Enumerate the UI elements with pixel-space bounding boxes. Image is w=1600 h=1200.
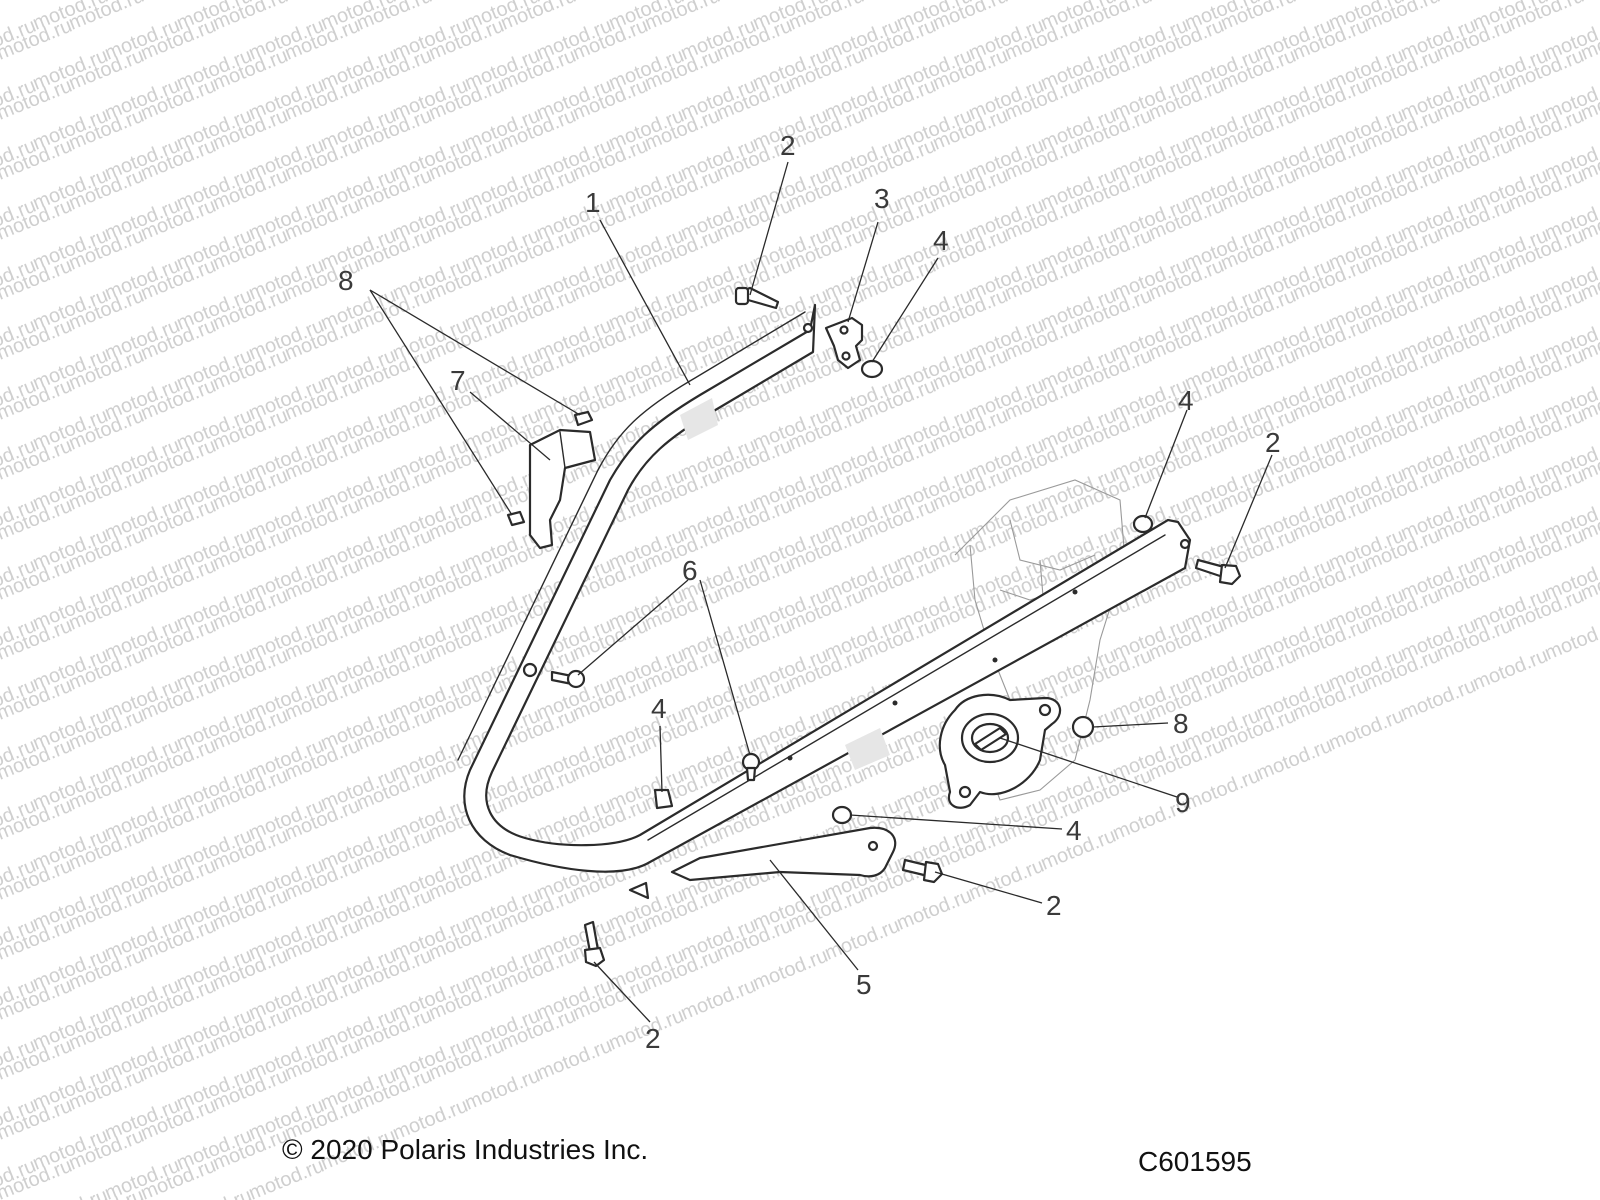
part-6-rivet-lower — [741, 752, 761, 782]
callout-2-right: 2 — [1265, 427, 1281, 458]
callout-8-top: 8 — [338, 265, 354, 296]
callout-2-bottom: 2 — [645, 1023, 661, 1054]
callout-labels: 1 2 3 4 8 7 4 2 6 4 8 9 4 2 5 2 — [338, 130, 1281, 1054]
callout-9: 9 — [1175, 787, 1191, 818]
part-4-nut-right — [1132, 514, 1154, 534]
part-8-spacer — [1071, 715, 1095, 739]
callout-8-lower: 8 — [1173, 708, 1189, 739]
part-2-bolt-lower-right — [901, 858, 944, 884]
callout-4-right: 4 — [1178, 385, 1194, 416]
callout-4-middle: 4 — [651, 693, 667, 724]
callout-2-lower-right: 2 — [1046, 890, 1062, 921]
callout-2-top: 2 — [780, 130, 796, 161]
callout-5: 5 — [856, 969, 872, 1000]
part-4-nut-middle — [653, 788, 674, 810]
callout-1: 1 — [585, 187, 601, 218]
copyright-text: © 2020 Polaris Industries Inc. — [282, 1134, 649, 1165]
part-3-plate-bracket — [824, 316, 864, 370]
leader-lines — [369, 161, 1273, 1023]
callout-4-lower: 4 — [1066, 815, 1082, 846]
ghost-frame-outline — [954, 479, 1126, 801]
callout-6: 6 — [682, 555, 698, 586]
callout-7: 7 — [450, 365, 466, 396]
part-4-nut-top — [860, 359, 884, 379]
part-2-bolt-bottom — [583, 920, 606, 968]
part-7-side-bracket — [506, 410, 597, 550]
part-6-rivet-upper — [550, 669, 586, 689]
part-2-bolt-top — [734, 286, 780, 310]
part-4-nut-lower — [831, 805, 853, 825]
drawing-id-text: C601595 — [1138, 1146, 1252, 1177]
part-2-bolt-right — [1194, 558, 1242, 586]
part-9-mount-plate — [938, 693, 1062, 809]
callout-3: 3 — [874, 183, 890, 214]
callout-4-top: 4 — [933, 225, 949, 256]
part-1-main-tube — [457, 303, 1192, 873]
part-5-lower-bracket — [628, 826, 897, 900]
